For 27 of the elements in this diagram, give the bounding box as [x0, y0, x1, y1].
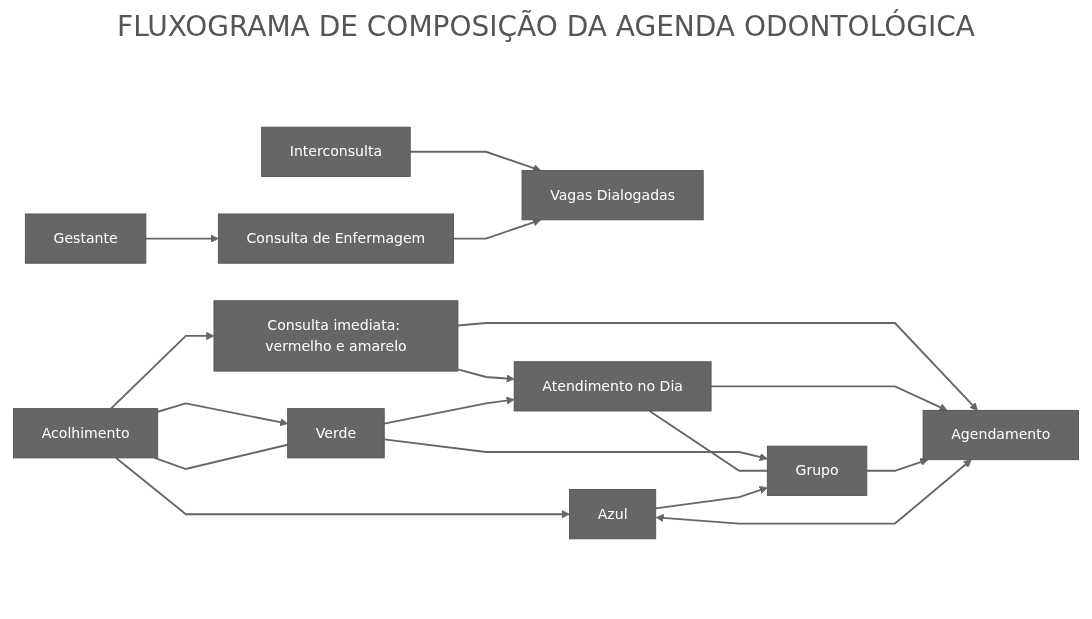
arrow [710, 385, 948, 412]
arrow [144, 234, 219, 243]
node-box: Azul [569, 489, 657, 540]
node-box: Interconsulta [261, 126, 411, 177]
node-box: Consulta de Enfermagem [217, 213, 454, 264]
node-box: Vagas Dialogadas [521, 170, 704, 221]
node-box: Grupo [766, 445, 868, 496]
arrow [456, 368, 515, 383]
node-box: Gestante [24, 213, 147, 264]
node-box: Agendamento [922, 409, 1079, 461]
arrow [655, 459, 972, 525]
connector [648, 410, 769, 472]
node-box: Atendimento no Dia [513, 361, 712, 412]
node-box: Consulta imediata: vermelho e amarelo [213, 300, 459, 372]
diagram-title: FLUXOGRAMA DE COMPOSIÇÃO DA AGENDA ODONTOLÓGICA [117, 10, 975, 43]
arrow [110, 331, 215, 410]
connector [153, 443, 289, 470]
arrow [383, 396, 515, 425]
arrow [865, 458, 929, 472]
arrow [452, 218, 542, 240]
node-box: Verde [287, 408, 385, 459]
arrow [383, 438, 768, 462]
arrow [456, 322, 978, 411]
node-box: Acolhimento [13, 408, 159, 459]
arrow [115, 456, 570, 519]
arrow [156, 402, 288, 427]
arrow [654, 486, 768, 510]
